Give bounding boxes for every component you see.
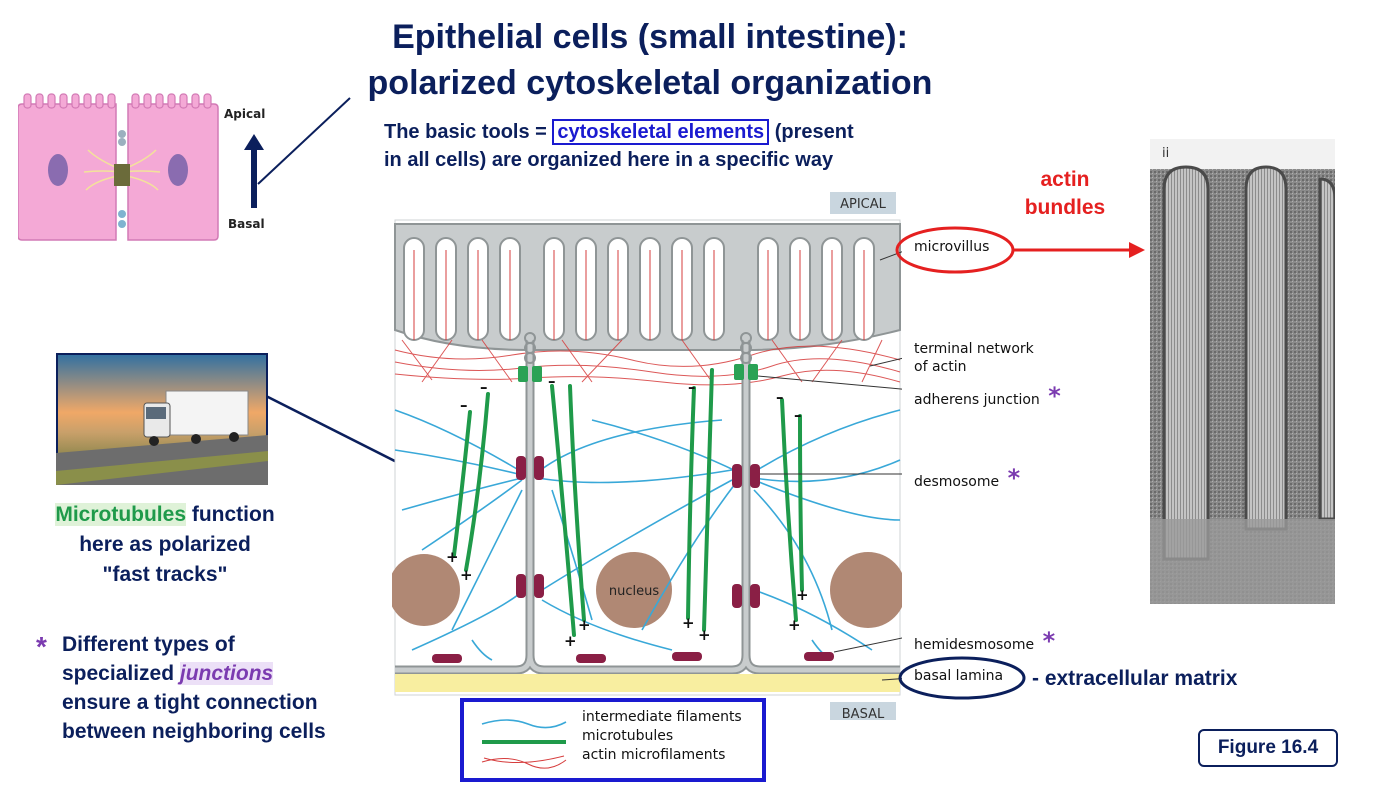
label-terminal-network: terminal network of actin bbox=[914, 340, 1034, 376]
mt-plus-7: + bbox=[788, 616, 801, 634]
legend-item-microtubules: microtubules bbox=[582, 728, 674, 744]
mt-plus-1: + bbox=[446, 548, 459, 566]
mt-minus-3: – bbox=[548, 372, 556, 390]
microtubules-line3: "fast tracks" bbox=[102, 563, 228, 586]
desmosomes bbox=[516, 456, 760, 608]
microtubules-note: Microtubules function here as polarized … bbox=[20, 500, 310, 590]
hemidesmosome-star-icon: * bbox=[1042, 627, 1056, 655]
junction-line2-em: junctions bbox=[179, 662, 274, 685]
extracellular-label: - extracellular matrix bbox=[1032, 667, 1238, 690]
actin-bundles-line1: actin bbox=[1040, 168, 1090, 191]
tight-junction-group bbox=[524, 332, 752, 364]
label-hemidesmosome: hemidesmosome * bbox=[914, 627, 1055, 655]
microvillus-highlight-ellipse bbox=[895, 226, 1145, 274]
junction-star-icon: * bbox=[36, 631, 47, 662]
junction-line1: Different types of bbox=[62, 633, 235, 656]
mt-minus-4: – bbox=[688, 378, 696, 396]
label-terminal-line1: terminal network bbox=[914, 341, 1034, 357]
junction-line4: between neighboring cells bbox=[62, 720, 326, 743]
mini-basal-label: Basal bbox=[228, 217, 265, 231]
legend-actin-swatch bbox=[481, 755, 567, 769]
legend-item-actin: actin microfilaments bbox=[582, 747, 726, 763]
microtubules-line2: here as polarized bbox=[79, 533, 251, 556]
label-desmosome-text: desmosome bbox=[914, 474, 1000, 490]
label-basal-lamina: basal lamina bbox=[914, 668, 1004, 684]
mt-plus-5: + bbox=[682, 614, 695, 632]
page-title-line2: polarized cytoskeletal organization bbox=[367, 64, 933, 102]
mt-plus-3: + bbox=[564, 632, 577, 650]
basal-tag: BASAL bbox=[842, 707, 885, 720]
subtitle-prefix: The basic tools = bbox=[384, 121, 553, 143]
nucleus-right bbox=[830, 552, 902, 628]
junction-line3: ensure a tight connection bbox=[62, 691, 318, 714]
microtubules-word: Microtubules bbox=[55, 503, 187, 526]
nucleus-left bbox=[392, 554, 460, 626]
legend-intermediate-swatch bbox=[481, 719, 567, 729]
label-adherens-text: adherens junction bbox=[914, 392, 1040, 408]
figure-label: Figure 16.4 bbox=[1198, 729, 1338, 767]
microvilli-group bbox=[403, 237, 875, 341]
label-terminal-line2: of actin bbox=[914, 359, 967, 375]
adherens-star-icon: * bbox=[1048, 382, 1061, 410]
desmosome-star-icon: * bbox=[1007, 464, 1021, 492]
electron-micrograph: ii bbox=[1150, 139, 1335, 604]
truck-photo bbox=[56, 353, 268, 485]
epithelium-diagram: APICAL BASAL n bbox=[392, 192, 902, 720]
mt-plus-2: + bbox=[460, 566, 473, 584]
truck-trailer-icon bbox=[165, 390, 249, 436]
hemidesmosomes bbox=[432, 652, 834, 663]
legend-item-intermediate: intermediate filaments bbox=[582, 709, 742, 725]
legend-box: intermediate filaments microtubules acti… bbox=[460, 698, 766, 782]
mt-minus-2: – bbox=[480, 378, 488, 396]
mt-minus-1: – bbox=[460, 396, 468, 414]
legend-swatches bbox=[481, 719, 567, 769]
mt-plus-8: + bbox=[796, 586, 809, 604]
label-adherens: adherens junction * bbox=[914, 382, 1061, 410]
mini-cell-diagram: Apical Basal bbox=[18, 93, 265, 241]
subtitle-suffix: (present bbox=[769, 121, 854, 143]
label-hemidesmosome-text: hemidesmosome bbox=[914, 637, 1035, 653]
microtubules-rest: function bbox=[186, 503, 275, 526]
mt-plus-4: + bbox=[578, 616, 591, 634]
mt-minus-6: – bbox=[794, 406, 802, 424]
actin-bundles-label: actin bundles bbox=[1010, 166, 1120, 222]
basal-lamina-band bbox=[395, 674, 900, 692]
micrograph-tag: ii bbox=[1162, 146, 1169, 161]
subtitle: The basic tools = cytoskeletal elements … bbox=[384, 118, 984, 174]
label-desmosome: desmosome * bbox=[914, 464, 1020, 492]
subtitle-line2: in all cells) are organized here in a sp… bbox=[384, 149, 834, 171]
subtitle-highlight: cytoskeletal elements bbox=[552, 119, 770, 145]
junction-note: * Different types of specialized junctio… bbox=[36, 630, 376, 746]
mini-apical-label: Apical bbox=[224, 107, 265, 121]
junction-line2-prefix: specialized bbox=[62, 662, 180, 685]
mt-minus-5: – bbox=[776, 388, 784, 406]
actin-bundles-line2: bundles bbox=[1024, 196, 1106, 219]
nucleus-label: nucleus bbox=[609, 584, 659, 599]
adherens-junctions bbox=[518, 364, 758, 382]
label-microvillus: microvillus bbox=[914, 239, 990, 255]
mt-plus-6: + bbox=[698, 626, 711, 644]
apical-tag: APICAL bbox=[840, 197, 887, 212]
page-title-line1: Epithelial cells (small intestine): bbox=[392, 18, 908, 56]
basal-lamina-ellipse bbox=[898, 656, 1026, 700]
